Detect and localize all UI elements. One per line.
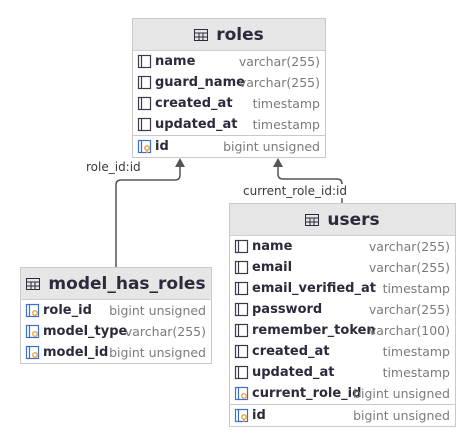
column-type: varchar(255) <box>368 302 450 317</box>
foreign-key-icon <box>25 324 40 339</box>
column-row[interactable]: updated_at timestamp <box>133 114 325 135</box>
column-type: varchar(255) <box>124 324 206 339</box>
column-name: created_at <box>155 96 233 111</box>
column-icon <box>234 323 249 338</box>
column-row[interactable]: id bigint unsigned <box>230 405 455 426</box>
column-name: email <box>252 260 293 275</box>
column-type: varchar(255) <box>368 239 450 254</box>
column-row[interactable]: name varchar(255) <box>133 51 325 72</box>
column-name: password <box>252 302 323 317</box>
column-row[interactable]: email_verified_at timestamp <box>230 278 455 299</box>
table-icon <box>194 28 209 41</box>
column-type: timestamp <box>382 281 450 296</box>
column-name: model_id <box>43 345 109 360</box>
column-icon <box>137 96 152 111</box>
column-type: varchar(255) <box>238 75 320 90</box>
column-name: name <box>252 239 293 254</box>
column-type: bigint unsigned <box>109 345 206 360</box>
column-icon <box>234 239 249 254</box>
column-icon <box>234 281 249 296</box>
column-list: name varchar(255) email varchar(255) email_v… <box>230 236 455 404</box>
table-title: users <box>327 209 380 230</box>
connector-model-has-roles-to-roles <box>115 166 181 267</box>
column-type: varchar(255) <box>368 260 450 275</box>
column-name: current_role_id <box>252 386 362 401</box>
column-name: name <box>155 54 196 69</box>
column-row[interactable]: password varchar(255) <box>230 299 455 320</box>
relation-label-current-role-id: current_role_id:id <box>243 184 347 198</box>
column-name: guard_name <box>155 75 245 90</box>
arrow-head-roles-left <box>175 158 185 167</box>
key-separator <box>230 404 455 405</box>
table-icon <box>26 277 41 290</box>
column-row[interactable]: role_id bigint unsigned <box>21 300 211 321</box>
column-name: updated_at <box>252 365 335 380</box>
column-icon <box>137 117 152 132</box>
key-list: id bigint unsigned <box>230 405 455 426</box>
table-header[interactable]: roles <box>133 19 325 51</box>
column-icon <box>234 344 249 359</box>
column-icon <box>234 365 249 380</box>
column-type: timestamp <box>382 344 450 359</box>
key-separator <box>133 135 325 136</box>
column-name: email_verified_at <box>252 281 376 296</box>
foreign-key-icon <box>25 345 40 360</box>
column-name: role_id <box>43 303 92 318</box>
column-type: bigint unsigned <box>353 386 450 401</box>
column-type: bigint unsigned <box>223 139 320 154</box>
column-icon <box>234 302 249 317</box>
column-name: model_type <box>43 324 128 339</box>
column-name: id <box>252 408 266 423</box>
column-row[interactable]: name varchar(255) <box>230 236 455 257</box>
column-type: bigint unsigned <box>353 408 450 423</box>
key-list: id bigint unsigned <box>133 136 325 157</box>
table-icon <box>305 213 320 226</box>
column-icon <box>234 260 249 275</box>
column-name: created_at <box>252 344 330 359</box>
column-name: id <box>155 139 169 154</box>
primary-key-icon <box>234 408 249 423</box>
column-row[interactable]: id bigint unsigned <box>133 136 325 157</box>
table-title: roles <box>216 24 264 45</box>
relation-label-role-id: role_id:id <box>86 160 141 174</box>
foreign-key-icon <box>234 386 249 401</box>
column-row[interactable]: updated_at timestamp <box>230 362 455 383</box>
connector-users-to-roles <box>277 166 343 203</box>
column-row[interactable]: email varchar(255) <box>230 257 455 278</box>
column-type: timestamp <box>382 365 450 380</box>
foreign-key-icon <box>25 303 40 318</box>
table-title: model_has_roles <box>48 273 206 294</box>
column-type: bigint unsigned <box>109 303 206 318</box>
table-header[interactable]: model_has_roles <box>21 268 211 300</box>
column-type: varchar(255) <box>238 54 320 69</box>
column-type: varchar(100) <box>368 323 450 338</box>
column-type: timestamp <box>252 117 320 132</box>
column-name: updated_at <box>155 117 238 132</box>
table-header[interactable]: users <box>230 204 455 236</box>
arrow-head-roles-right <box>273 158 283 167</box>
column-icon <box>137 54 152 69</box>
column-type: timestamp <box>252 96 320 111</box>
column-icon <box>137 75 152 90</box>
primary-key-icon <box>137 139 152 154</box>
column-name: remember_token <box>252 323 376 338</box>
column-row[interactable]: created_at timestamp <box>230 341 455 362</box>
column-row[interactable]: created_at timestamp <box>133 93 325 114</box>
